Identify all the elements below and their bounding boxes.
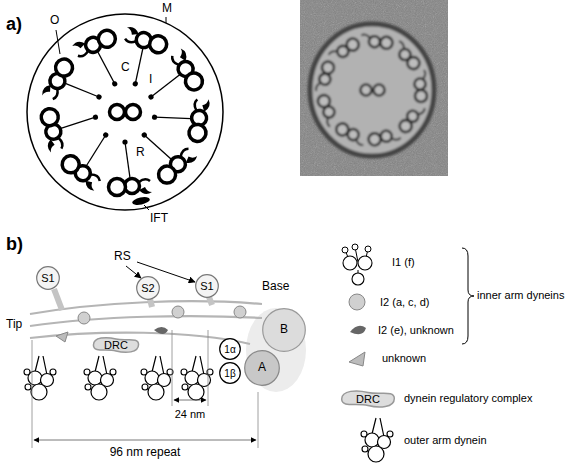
- end-label: Base: [262, 280, 289, 294]
- node-text: S1: [41, 272, 54, 284]
- node-text: DRC: [104, 339, 128, 351]
- legend-text: outer arm dynein: [404, 434, 487, 447]
- bracket-label: inner arm dyneins: [477, 289, 564, 302]
- tubule-section: A: [244, 350, 280, 386]
- panel-letter: a): [6, 14, 22, 35]
- dimension: 96 nm repeat: [110, 446, 181, 460]
- axoneme-schematic: [27, 14, 223, 210]
- legend-text: I1 (f): [392, 256, 415, 269]
- node-text: DRC: [356, 393, 380, 405]
- end-label: Tip: [6, 318, 22, 332]
- tubule-section: B: [262, 308, 306, 352]
- legend-text: I2 (e), unknown: [378, 324, 454, 337]
- spoke-head: S1: [195, 274, 219, 298]
- node-text: S2: [141, 282, 154, 294]
- node-text: A: [258, 361, 266, 374]
- dynein-head: 1β: [219, 362, 241, 384]
- legend-text: unknown: [382, 352, 426, 365]
- node-text: S1: [200, 280, 213, 292]
- part-label: R: [136, 146, 145, 160]
- drc-legend-sample: DRC: [340, 388, 396, 410]
- part-label: C: [121, 61, 130, 75]
- dynein-head: 1α: [219, 338, 241, 360]
- legend-text: dynein regulatory complex: [404, 392, 532, 405]
- legend-text: I2 (a, c, d): [380, 296, 430, 309]
- part-label: I: [149, 73, 152, 87]
- part-label: IFT: [150, 212, 168, 226]
- dimension: 24 nm: [175, 408, 206, 421]
- drc-complex: DRC: [92, 335, 140, 355]
- node-text: 1β: [224, 368, 235, 379]
- legend-samples: [342, 244, 474, 462]
- part-label: M: [162, 2, 172, 16]
- panel-letter: b): [6, 234, 23, 255]
- electron-micrograph: [300, 0, 448, 176]
- node-text: B: [280, 323, 288, 336]
- part-label: RS: [114, 250, 131, 264]
- part-label: O: [50, 14, 59, 28]
- spoke-head: S2: [136, 276, 160, 300]
- node-text: 1α: [224, 344, 235, 355]
- spoke-head: S1: [36, 266, 60, 290]
- axoneme-repeat: [24, 262, 306, 448]
